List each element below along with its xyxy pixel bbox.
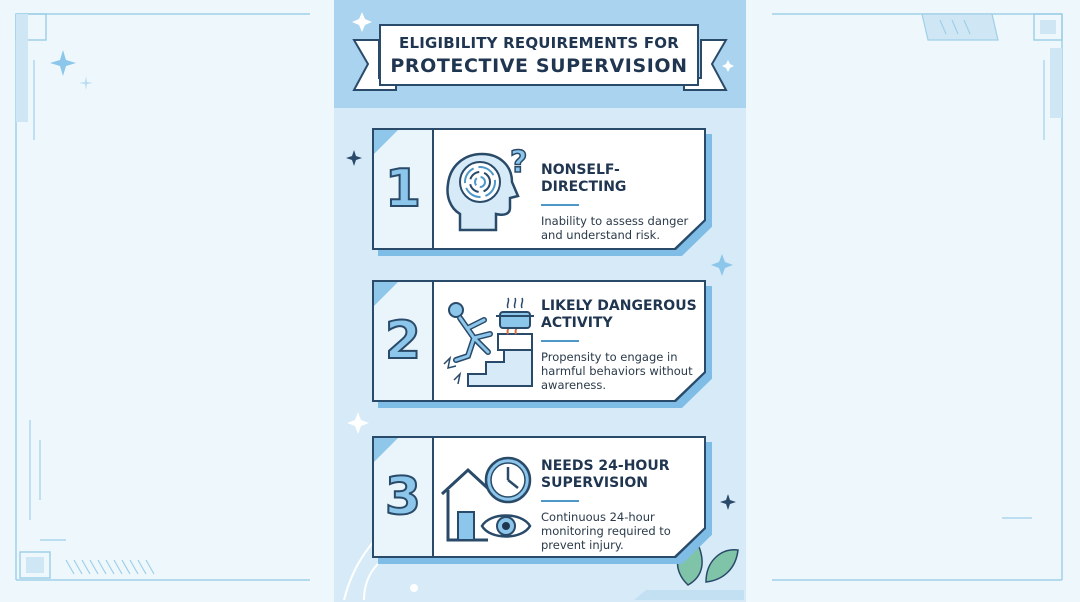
corner-accent xyxy=(374,282,398,306)
card-text: NEEDS 24-HOUR SUPERVISION Continuous 24-… xyxy=(541,438,701,556)
title-line-2: PROTECTIVE SUPERVISION xyxy=(390,54,688,77)
requirement-card-1: 1 ? NONSELF-DIRECTING Inability to asses… xyxy=(372,128,712,256)
corner-accent xyxy=(374,438,398,462)
card-description: Continuous 24-hour monitoring required t… xyxy=(541,510,671,552)
card-text: NONSELF-DIRECTING Inability to assess da… xyxy=(541,130,701,248)
card-description: Inability to assess danger and understan… xyxy=(541,214,689,242)
left-side-panel xyxy=(0,0,326,602)
head-maze-question-icon: ? xyxy=(446,144,528,232)
svg-text:?: ? xyxy=(510,145,527,180)
title-underline xyxy=(541,340,579,342)
house-clock-eye-icon xyxy=(440,456,532,542)
card-title: LIKELY DANGEROUS ACTIVITY xyxy=(541,298,697,331)
header-band: ELIGIBILITY REQUIREMENTS FOR PROTECTIVE … xyxy=(334,0,746,108)
left-frame-decoration xyxy=(15,13,310,581)
card-number: 3 xyxy=(384,466,422,528)
title-line-1: ELIGIBILITY REQUIREMENTS FOR xyxy=(399,33,679,52)
card-description: Propensity to engage in harmful behavior… xyxy=(541,350,693,392)
requirement-card-3: 3 NEEDS 24-HOUR SUPERVISION Continuous 2… xyxy=(372,436,712,564)
title-banner: ELIGIBILITY REQUIREMENTS FOR PROTECTIVE … xyxy=(379,24,699,86)
infographic-panel: ELIGIBILITY REQUIREMENTS FOR PROTECTIVE … xyxy=(334,0,746,602)
card-title: NEEDS 24-HOUR SUPERVISION xyxy=(541,458,670,491)
card-number: 2 xyxy=(384,310,422,372)
number-column: 1 xyxy=(374,130,434,248)
title-underline xyxy=(541,204,579,206)
card-text: LIKELY DANGEROUS ACTIVITY Propensity to … xyxy=(541,282,701,400)
card-body: 3 NEEDS 24-HOUR SUPERVISION Continuous 2… xyxy=(374,438,704,556)
right-frame-decoration xyxy=(772,13,1063,581)
number-column: 3 xyxy=(374,438,434,556)
corner-accent xyxy=(374,130,398,154)
card-body: 2 LIKELY DANGEROUS ACTIVITY Propensity t… xyxy=(374,282,704,400)
requirement-card-2: 2 LIKELY DANGEROUS ACTIVITY Propensity t… xyxy=(372,280,712,408)
card-number: 1 xyxy=(384,158,422,220)
card-body: 1 ? NONSELF-DIRECTING Inability to asses… xyxy=(374,130,704,248)
falling-person-stove-icon xyxy=(443,297,534,387)
number-column: 2 xyxy=(374,282,434,400)
title-underline xyxy=(541,500,579,502)
right-side-panel xyxy=(762,0,1080,602)
card-title: NONSELF-DIRECTING xyxy=(541,162,627,195)
